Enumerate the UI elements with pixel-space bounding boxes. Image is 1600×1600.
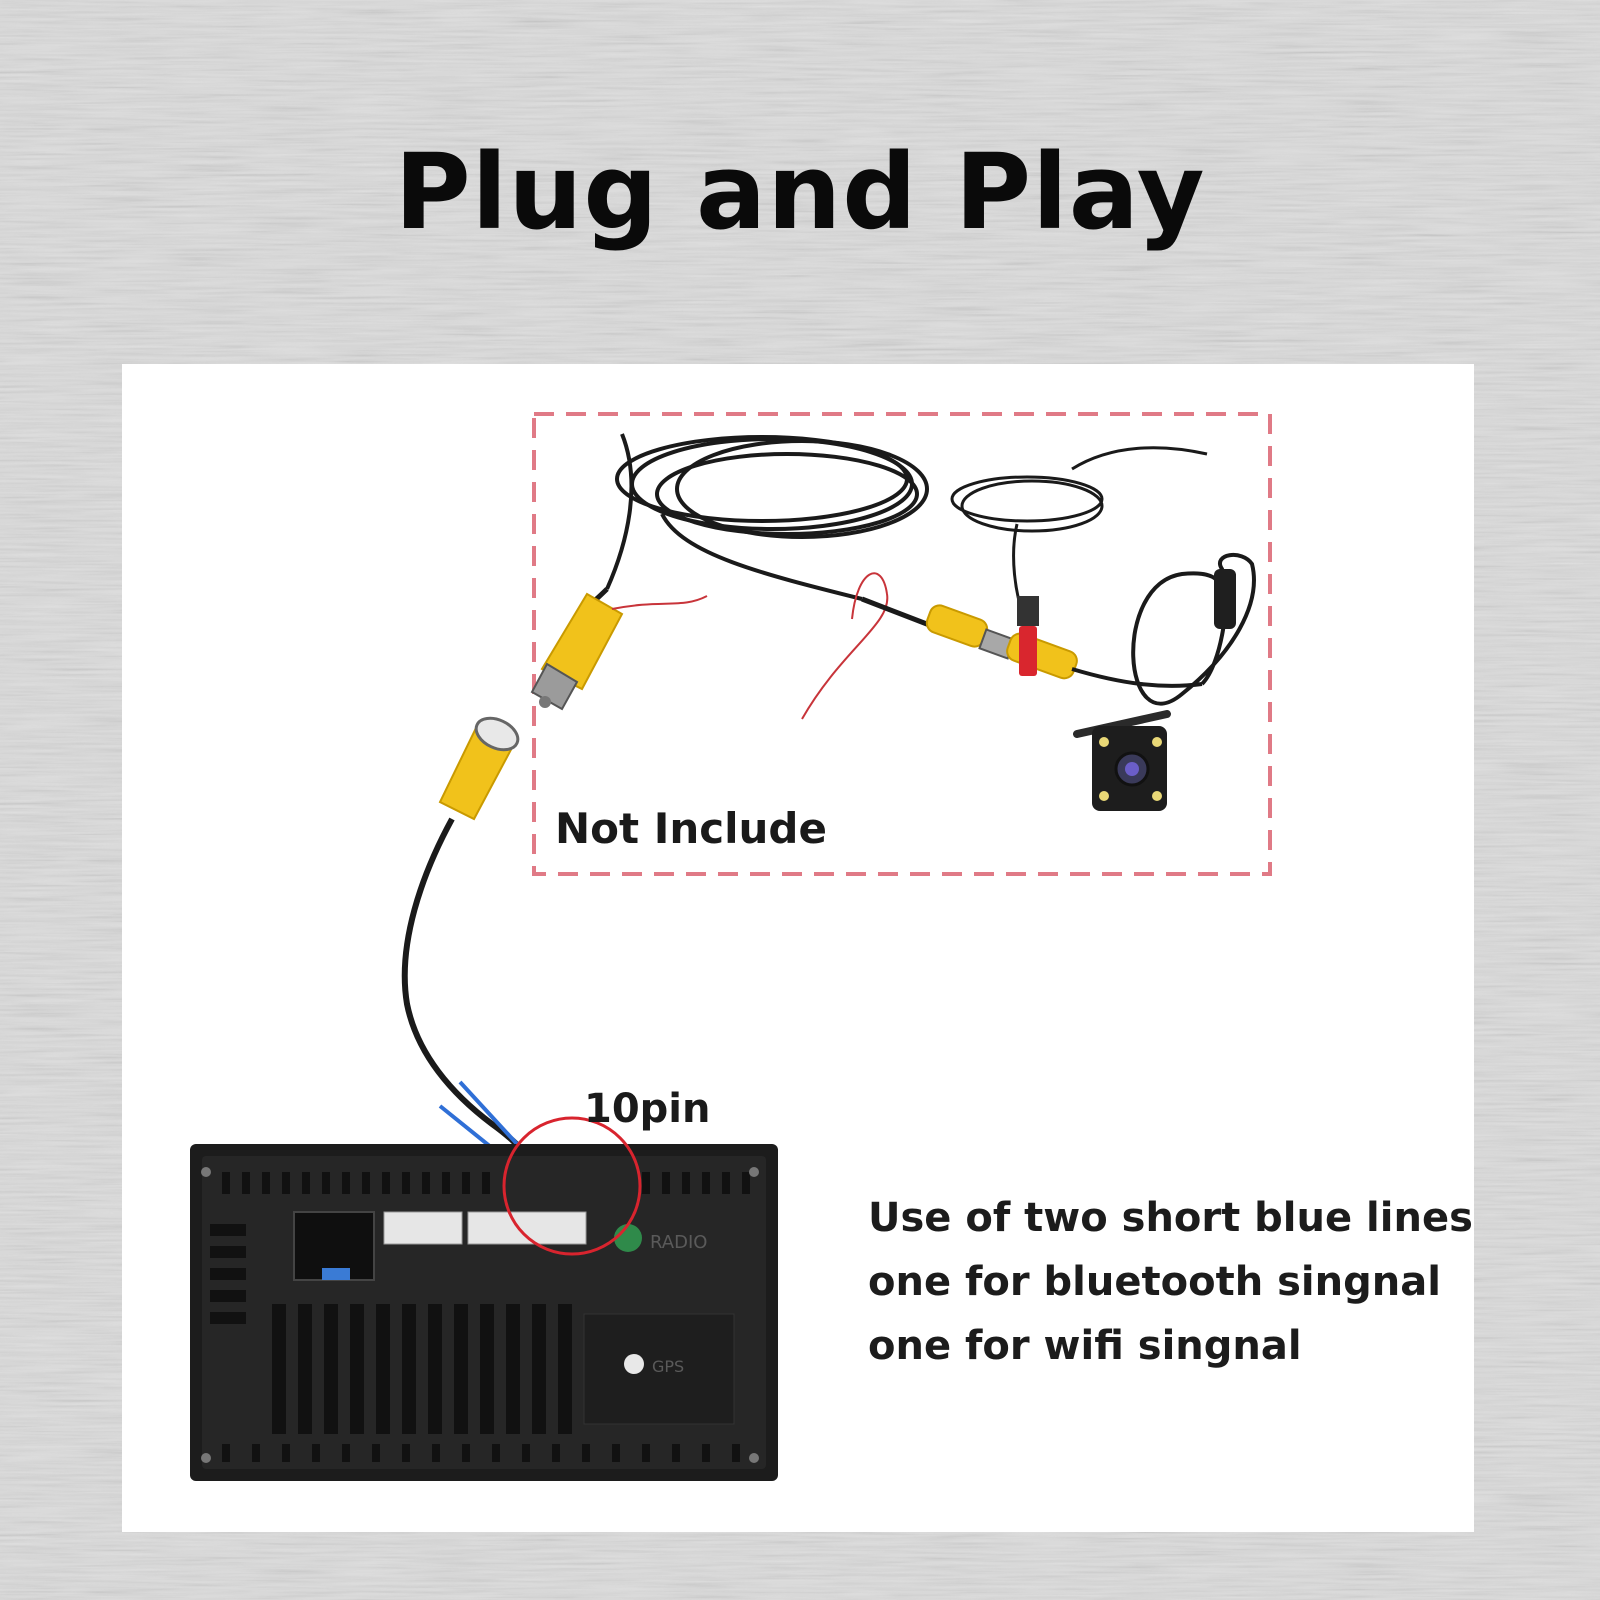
- gps-marking: GPS: [652, 1357, 684, 1376]
- coiled-video-cable: [605, 433, 929, 601]
- ten-pin-label: 10pin: [584, 1086, 711, 1132]
- cable-filter-block: [1214, 569, 1236, 629]
- rca-connector-male: [438, 716, 520, 821]
- video-cable-to-unit: [401, 817, 533, 1166]
- radio-marking: RADIO: [650, 1232, 707, 1253]
- blue-lines-note: Use of two short blue lines one for blue…: [868, 1186, 1473, 1378]
- page-title: Plug and Play: [394, 131, 1206, 253]
- ten-pin-highlight-circle: [502, 1116, 642, 1256]
- rca-inline-coupling: [861, 596, 1203, 688]
- note-line: Use of two short blue lines: [868, 1195, 1473, 1241]
- red-loop-wire: [801, 572, 889, 720]
- reversing-camera-icon: [1073, 710, 1171, 811]
- note-line: one for bluetooth singnal: [868, 1259, 1441, 1305]
- rca-connector-female: [530, 587, 624, 711]
- not-include-label: Not Include: [555, 804, 827, 853]
- red-trigger-wire: [611, 595, 708, 610]
- power-connector: [1017, 596, 1039, 676]
- head-unit-rear: RADIO GPS: [190, 1144, 778, 1481]
- wiring-diagram: RADIO GPS: [190, 412, 1272, 1481]
- not-included-dashed-box: [532, 412, 1272, 876]
- camera-cable-coil: [950, 446, 1208, 627]
- note-line: one for wifi singnal: [868, 1323, 1302, 1369]
- diagram-panel: RADIO GPS Not Include 10pin Use of two s…: [122, 364, 1474, 1532]
